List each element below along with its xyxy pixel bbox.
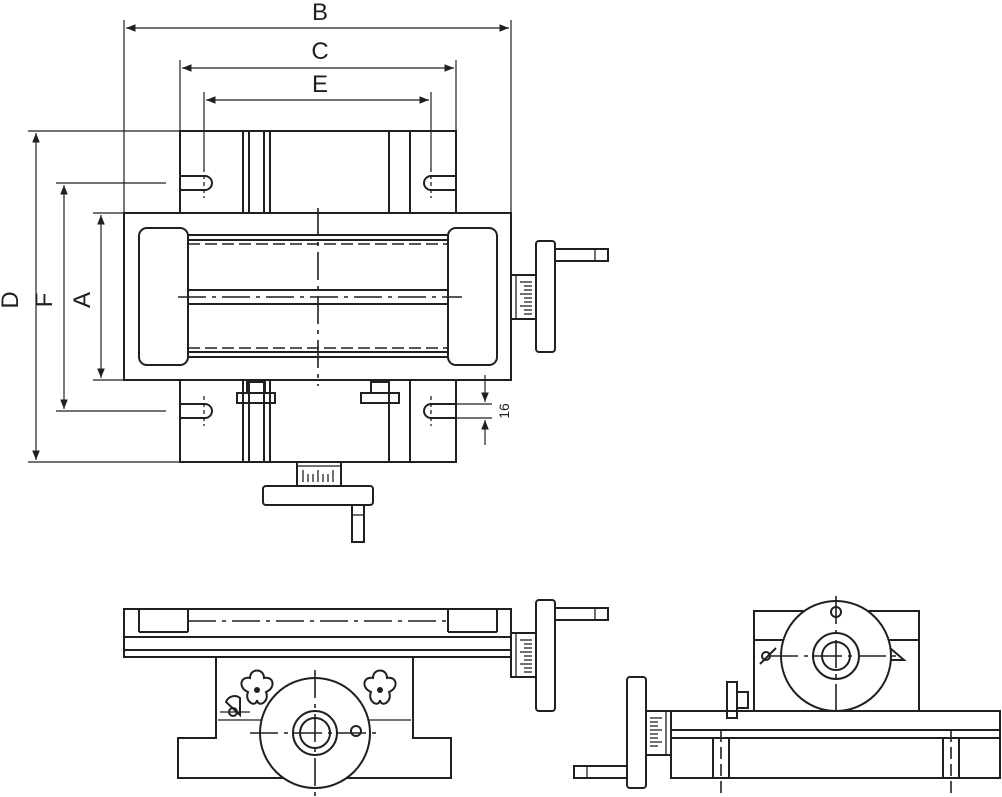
lock-screw-left xyxy=(236,381,276,404)
mounting-slot xyxy=(423,168,456,198)
label-B: B xyxy=(312,0,328,26)
dimension-E: E xyxy=(203,71,432,168)
label-F: F xyxy=(31,293,58,308)
mounting-slot xyxy=(423,396,456,426)
front-view xyxy=(123,599,609,797)
lock-screw-right xyxy=(360,381,400,404)
dimension-D: D xyxy=(0,130,180,463)
side-handwheel xyxy=(573,676,672,789)
side-lock-screw xyxy=(726,681,749,719)
handwheel-right xyxy=(510,240,609,353)
side-view xyxy=(573,596,1001,797)
label-16: 16 xyxy=(496,403,512,419)
mounting-slot xyxy=(180,168,213,198)
top-view: B C E D F A xyxy=(0,0,609,543)
label-C: C xyxy=(311,38,328,65)
dimension-C: C xyxy=(179,38,457,131)
handwheel-bottom xyxy=(262,461,374,543)
front-side-handwheel xyxy=(510,599,609,712)
dimension-B: B xyxy=(123,0,512,213)
lock-knob-left xyxy=(224,669,274,718)
dimension-F: F xyxy=(31,182,166,412)
lock-knob-right xyxy=(363,669,397,705)
label-D: D xyxy=(0,291,24,308)
dimension-slot-offset: 16 xyxy=(456,375,512,445)
label-E: E xyxy=(312,71,328,98)
front-handwheel xyxy=(250,670,380,797)
dimension-A: A xyxy=(69,212,124,381)
label-A: A xyxy=(69,292,96,308)
mounting-slot xyxy=(180,396,213,426)
